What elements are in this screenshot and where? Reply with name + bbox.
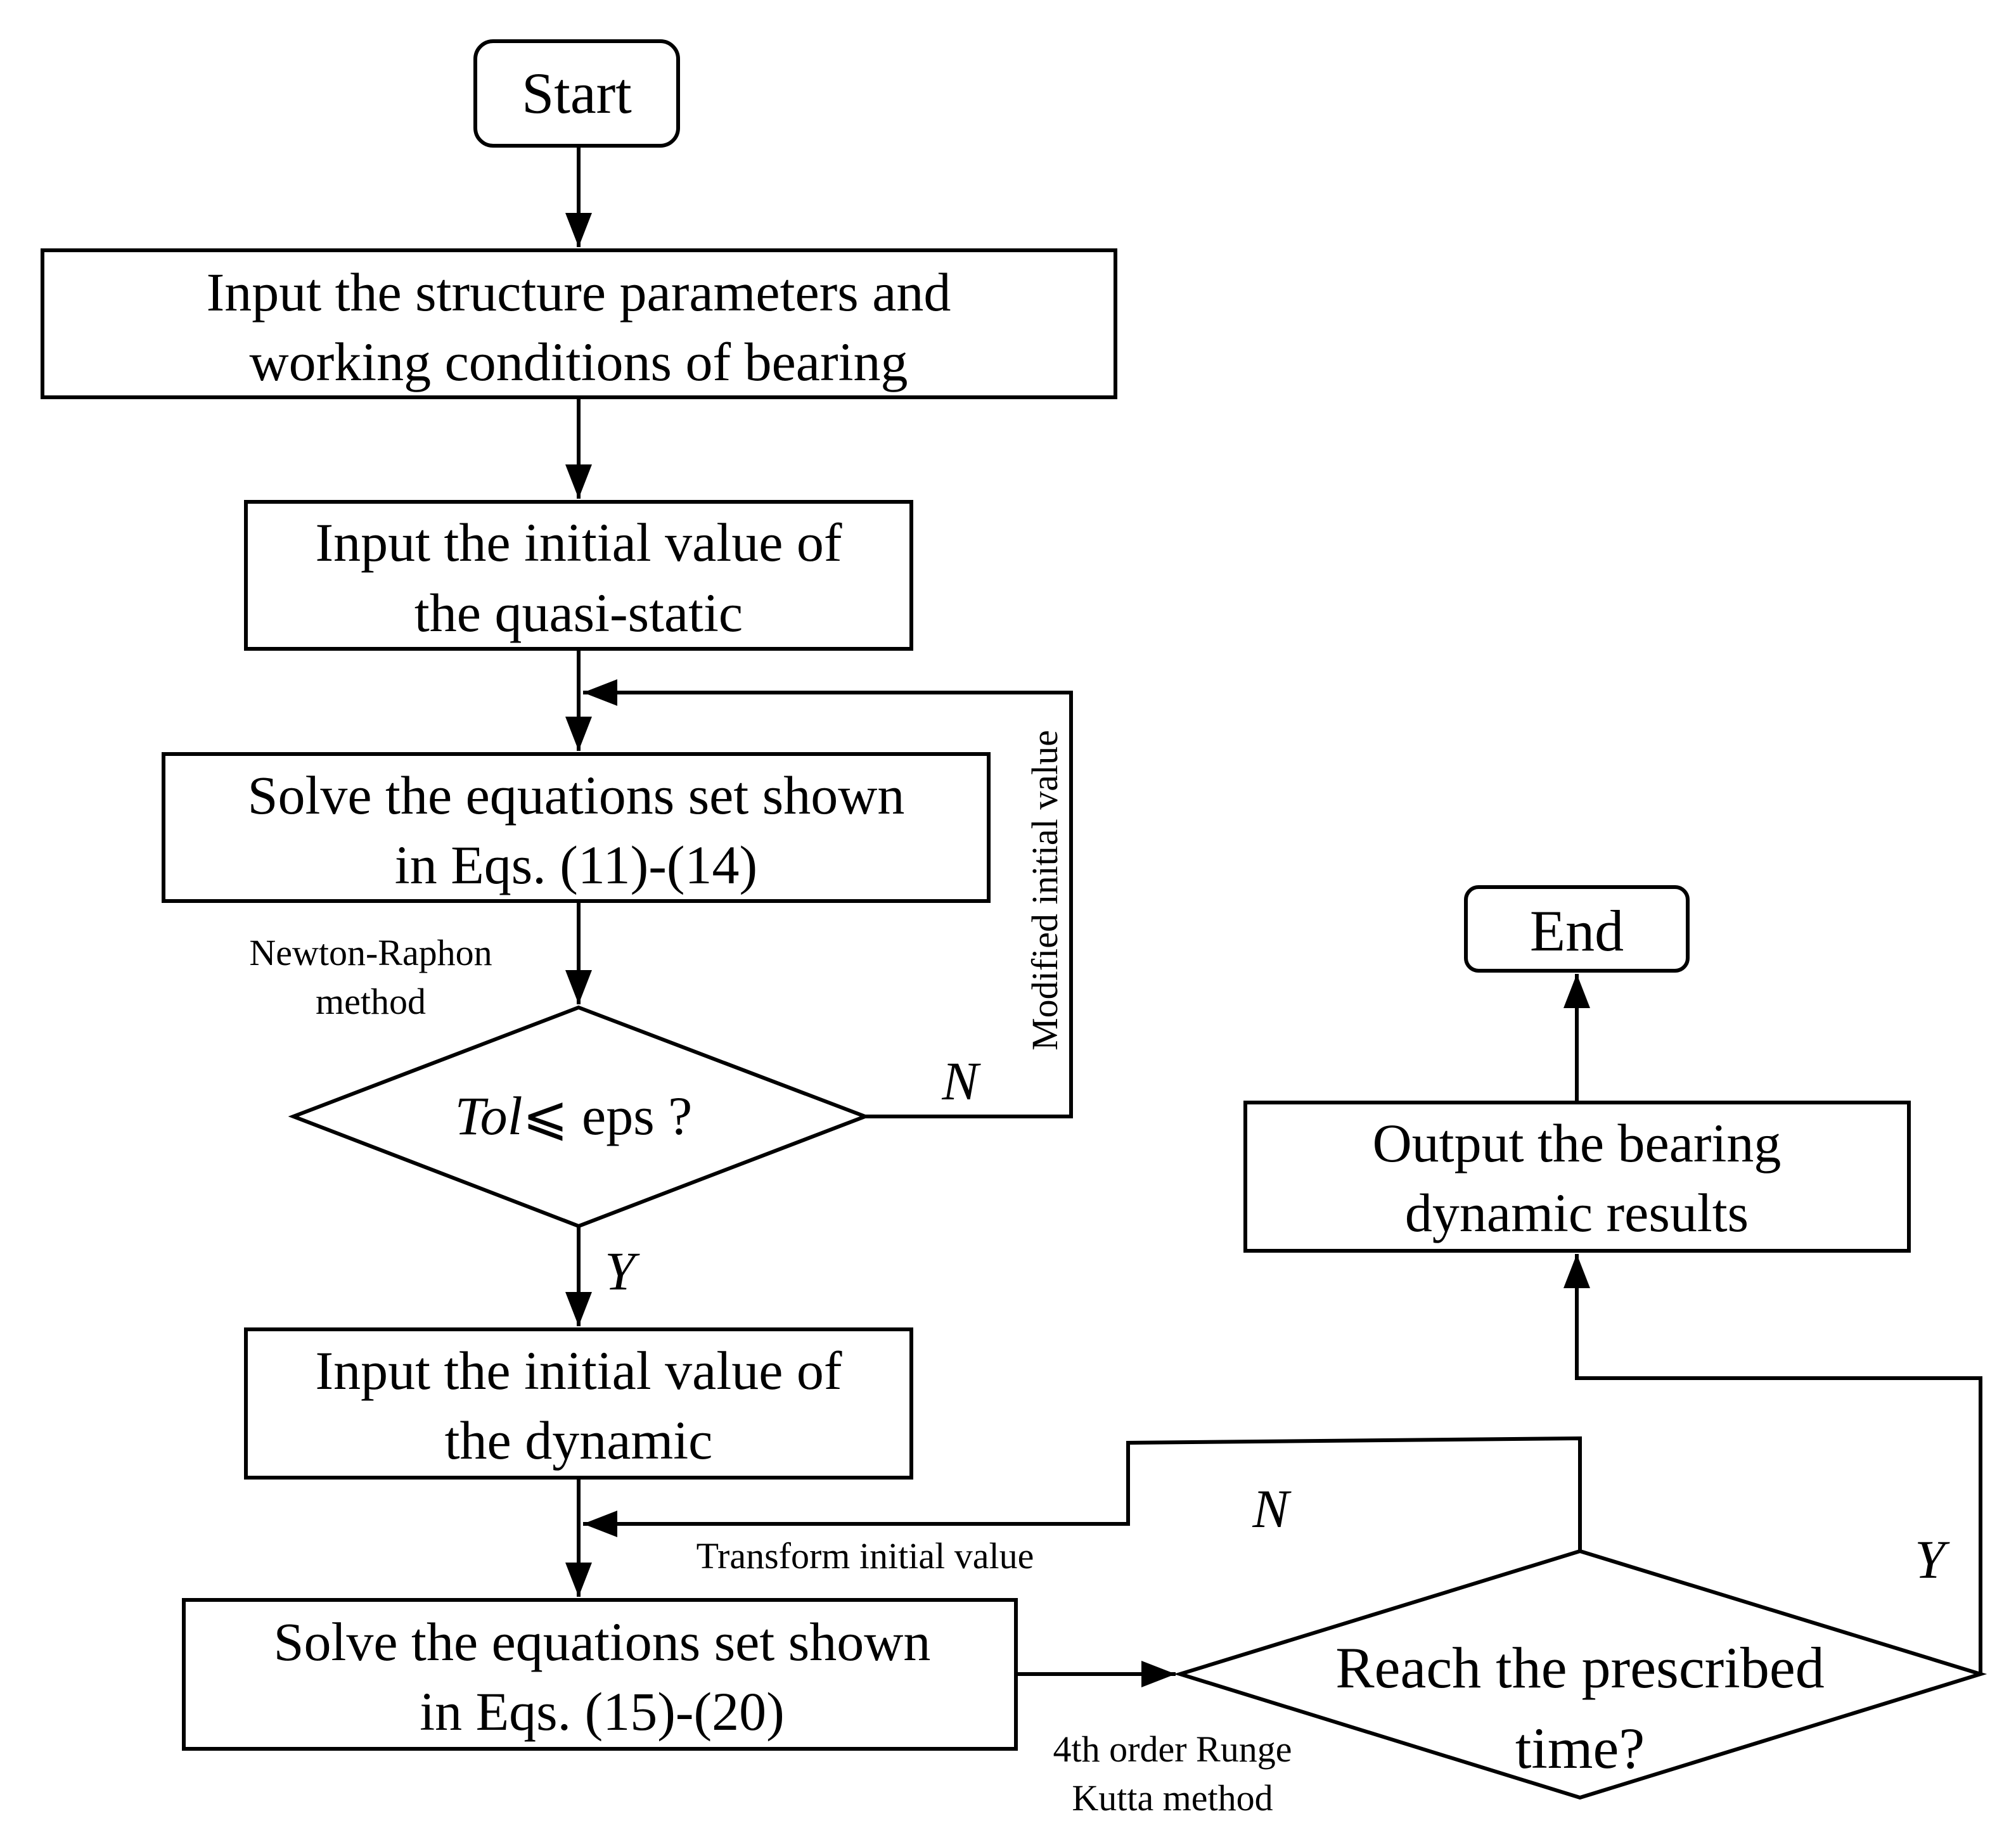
no-label-time: N bbox=[1252, 1478, 1292, 1539]
input-params-box: Input the structure parameters and worki… bbox=[41, 248, 1117, 399]
decision-time-line-2: time? bbox=[1515, 1716, 1645, 1781]
transform-initial-value-label: Transform initial value bbox=[697, 1535, 1034, 1576]
input-quasi-line-2: the quasi-static bbox=[414, 582, 743, 643]
tol-variable: Tol bbox=[455, 1085, 523, 1146]
yes-label-tol: Y bbox=[605, 1241, 640, 1301]
input-quasi-box: Input the initial value of the quasi-sta… bbox=[244, 500, 913, 651]
solve-11-14-box: Solve the equations set shown in Eqs. (1… bbox=[162, 752, 991, 903]
input-quasi-line-1: Input the initial value of bbox=[315, 512, 842, 573]
newton-label-line-2: method bbox=[316, 981, 426, 1022]
end-label: End bbox=[1530, 898, 1624, 963]
yes-label-time: Y bbox=[1915, 1529, 1950, 1590]
start-label: Start bbox=[522, 61, 632, 125]
modified-initial-value-label: Modified initial value bbox=[1024, 730, 1065, 1051]
input-dynamic-box: Input the initial value of the dynamic bbox=[244, 1327, 913, 1480]
start-node: Start bbox=[473, 39, 680, 148]
loop-modified-initial-value bbox=[583, 679, 1073, 1118]
input-dynamic-line-1: Input the initial value of bbox=[315, 1340, 842, 1401]
solve-15-20-line-1: Solve the equations set shown bbox=[274, 1611, 931, 1672]
solve-15-20-box: Solve the equations set shown in Eqs. (1… bbox=[182, 1598, 1018, 1751]
newton-label-line-1: Newton-Raphon bbox=[249, 932, 492, 973]
runge-label-line-2: Kutta method bbox=[1072, 1777, 1273, 1819]
end-node: End bbox=[1464, 885, 1690, 973]
output-box: Output the bearing dynamic results bbox=[1243, 1101, 1911, 1253]
output-line-2: dynamic results bbox=[1405, 1182, 1749, 1243]
runge-label-line-1: 4th order Runge bbox=[1053, 1729, 1292, 1770]
arrow-time-to-output bbox=[1563, 1254, 1982, 1674]
decision-time: Reach the prescribed time? bbox=[1173, 1549, 1987, 1800]
tol-condition: ⩽ eps ? bbox=[522, 1085, 692, 1146]
output-line-1: Output the bearing bbox=[1373, 1113, 1782, 1173]
input-params-line-2: working conditions of bearing bbox=[250, 331, 908, 392]
decision-time-line-1: Reach the prescribed bbox=[1335, 1635, 1824, 1700]
input-params-line-1: Input the structure parameters and bbox=[207, 262, 951, 323]
solve-11-14-line-1: Solve the equations set shown bbox=[248, 765, 905, 826]
input-dynamic-line-2: the dynamic bbox=[445, 1410, 713, 1471]
no-label-tol: N bbox=[941, 1051, 981, 1111]
solve-15-20-line-2: in Eqs. (15)-(20) bbox=[420, 1681, 785, 1742]
loop-transform-initial-value bbox=[583, 1436, 1582, 1551]
decision-tol: Tol⩽ eps ? bbox=[288, 1005, 871, 1229]
solve-11-14-line-2: in Eqs. (11)-(14) bbox=[395, 834, 757, 895]
connectors bbox=[565, 146, 1982, 1687]
decision-tol-label: Tol⩽ eps ? bbox=[455, 1085, 693, 1146]
